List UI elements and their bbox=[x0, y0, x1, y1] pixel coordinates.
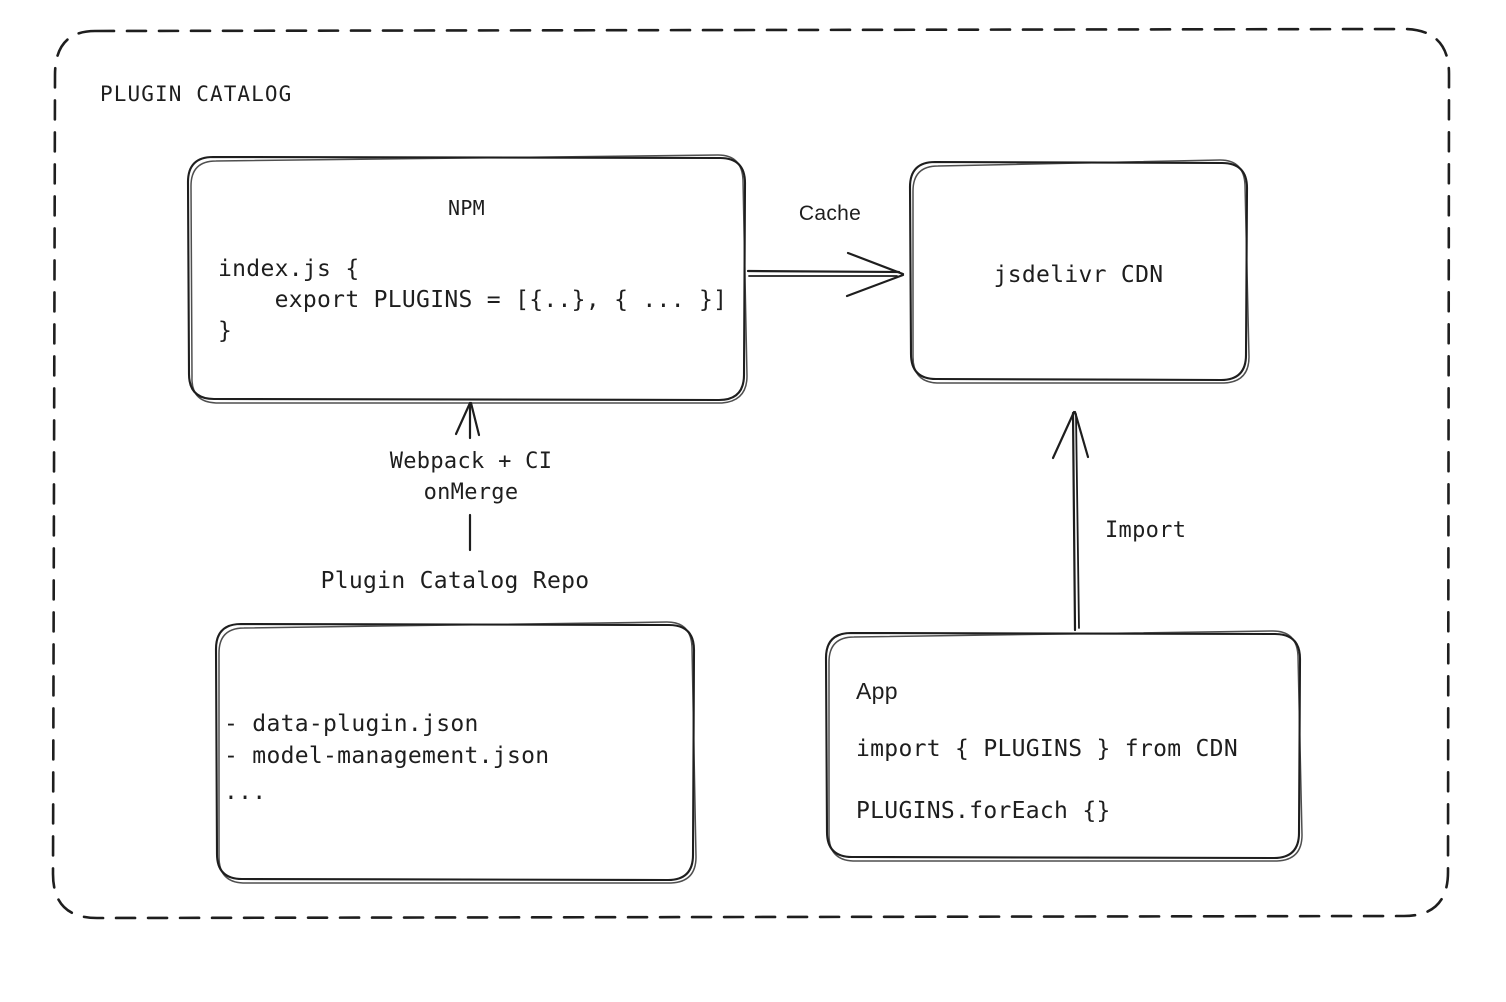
edge-app-to-cdn bbox=[1051, 410, 1090, 632]
edge-repo-to-npm bbox=[454, 401, 481, 552]
npm-box-title: NPM bbox=[447, 196, 486, 220]
npm-code-line-2: export PLUGINS = [{..}, { ... }] bbox=[218, 287, 728, 313]
app-code-line-1: import { PLUGINS } from CDN bbox=[856, 736, 1238, 762]
app-box-title: App bbox=[856, 678, 898, 704]
npm-code-line-3: } bbox=[218, 318, 233, 344]
repo-file-item-ellipsis: ... bbox=[224, 779, 267, 805]
edge-npm-to-cdn bbox=[746, 251, 905, 298]
import-edge-label: Import bbox=[1105, 518, 1187, 543]
plugin-catalog-repo-label: Plugin Catalog Repo bbox=[320, 568, 590, 594]
webpack-ci-edge-label-line-1: Webpack + CI bbox=[389, 449, 553, 474]
plugin-catalog-title: PLUGIN CATALOG bbox=[100, 82, 293, 106]
app-code-line-2: PLUGINS.forEach {} bbox=[856, 798, 1111, 824]
jsdelivr-cdn-title: jsdelivr CDN bbox=[993, 262, 1164, 288]
cache-edge-label: Cache bbox=[798, 202, 862, 225]
repo-file-item-2: - model-management.json bbox=[224, 743, 550, 769]
npm-code-line-1: index.js { bbox=[218, 256, 360, 282]
webpack-ci-edge-label-line-2: onMerge bbox=[423, 480, 519, 505]
repo-file-item-1: - data-plugin.json bbox=[224, 711, 479, 737]
